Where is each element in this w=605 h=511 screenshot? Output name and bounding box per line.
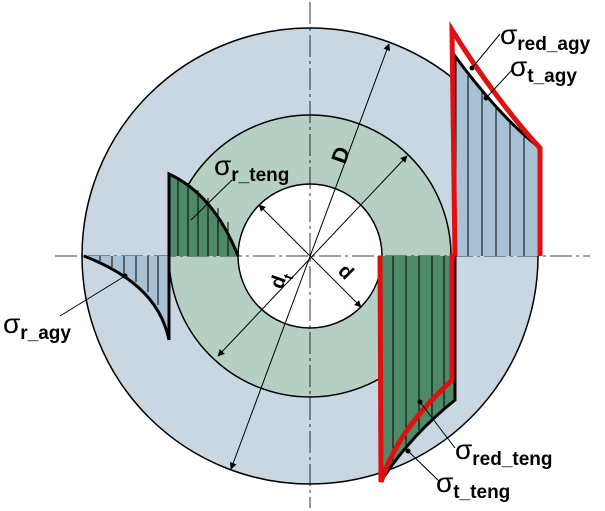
leader-sigma-red-agy (471, 33, 501, 69)
dimension-dt-label: dt (266, 268, 296, 293)
sigma-red-teng-curve (377, 253, 455, 483)
leader-sigma-r-agy (59, 275, 126, 317)
label-sigma-r-agy: σr_agy (3, 308, 71, 344)
leader-sigma-red-teng (419, 401, 456, 449)
leader-sigma-r-teng (190, 179, 233, 221)
label-sigma-t-agy: σt_agy (510, 51, 577, 87)
sigma-r-agy-diagram (83, 254, 171, 341)
label-sigma-red-agy: σred_agy (500, 19, 591, 55)
leader-sigma-t-teng (407, 450, 441, 483)
dimension-d-line (258, 204, 362, 308)
label-sigma-t-teng: σt_teng (436, 467, 510, 503)
sigma-red-curve (449, 21, 543, 257)
label-sigma-red-teng: σred_teng (455, 434, 553, 470)
label-sigma-r-teng: σr_teng (214, 150, 289, 186)
leader-sigma-t-agy (485, 69, 513, 99)
